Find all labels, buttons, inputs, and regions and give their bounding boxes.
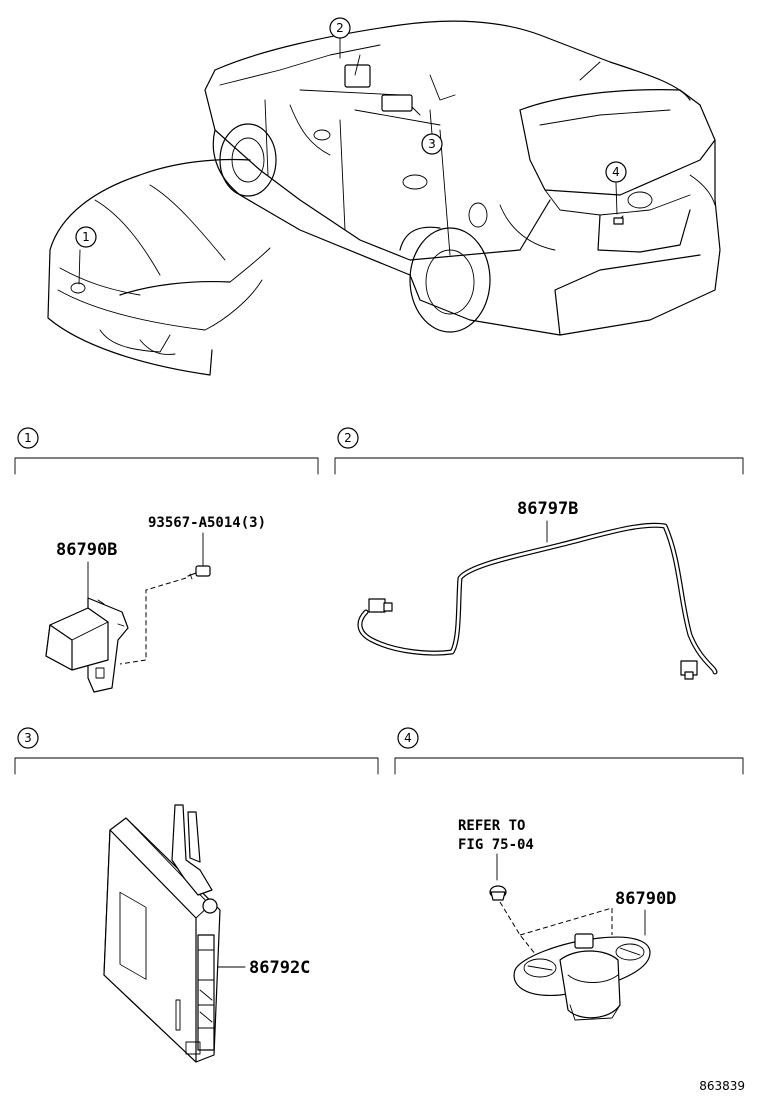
front-camera-icon [45,597,129,693]
callout-3: 3 [421,109,443,155]
part-93567-A5014-label: 93567-A5014(3) [148,515,266,531]
section-2-number: 2 [344,431,352,445]
refer-to-note-line-1: REFER TO [458,818,525,834]
vehicle-overview: 1 2 3 4 [47,17,721,376]
section-4-number: 4 [404,731,412,745]
rear-camera-icon [513,933,651,1021]
part-86792C-label: 86792C [249,958,310,978]
main-vehicle-sketch [204,20,721,336]
callout-3-label: 3 [428,137,436,151]
camera-control-module-icon [103,804,221,1063]
section-1-number: 1 [24,431,32,445]
section-1: 1 86790B 93567-A5014(3) [14,427,319,693]
part-86790D-label: 86790D [615,889,676,909]
part-86790B-label: 86790B [56,540,117,560]
callout-1-label: 1 [82,230,90,244]
figure-number: 863839 [699,1079,745,1093]
section-2: 2 86797B [334,427,744,680]
section-4: 4 REFER TO FIG 75-04 86790D [394,727,744,1021]
clip-icon [489,885,507,901]
part-86797B-label: 86797B [517,499,578,519]
refer-to-note-line-2: FIG 75-04 [458,837,534,853]
section-3: 3 86792C [14,727,379,1063]
camera-harness-icon [357,522,718,680]
callout-4: 4 [605,161,627,215]
callout-1: 1 [75,226,97,248]
callout-2: 2 [329,17,351,59]
callout-2-label: 2 [336,21,344,35]
section-3-number: 3 [24,731,32,745]
bolt-icon [187,565,211,580]
callout-4-label: 4 [612,165,620,179]
